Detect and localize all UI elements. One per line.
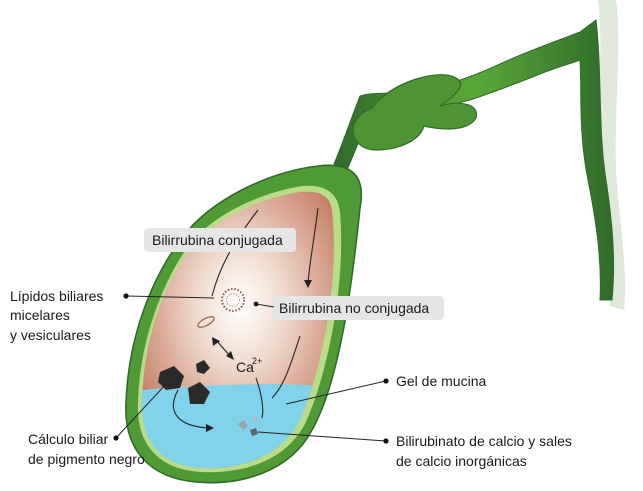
lipids-label-line3: y vesiculares — [10, 327, 91, 343]
unconjugated-bilirubin-label: Bilirrubina no conjugada — [279, 300, 429, 316]
stone-leader-dot — [113, 435, 118, 440]
calcium-bilirubinate-label-line2: de calcio inorgánicas — [396, 453, 527, 469]
black-stone-label-line1: Cálculo biliar — [28, 431, 108, 447]
mucin-gel-label: Gel de mucina — [396, 373, 486, 389]
conjugated-bilirubin-label: Bilirrubina conjugada — [152, 232, 283, 248]
unconjugated-leader-dot — [254, 302, 259, 307]
black-stone-label-line2: de pigmento negro — [28, 451, 145, 467]
lipids-label-line1: Lípidos biliares — [10, 288, 103, 304]
lipids-label-line2: micelares — [10, 307, 70, 323]
bile-duct — [334, 20, 614, 300]
gallbladder-neck — [353, 75, 477, 150]
calcium-ion-charge: 2+ — [252, 356, 262, 366]
mucin-leader-dot — [383, 378, 388, 383]
calcium-bilirubinate-label-line1: Bilirubinato de calcio y sales — [396, 433, 572, 449]
bilirubinate-leader-dot — [383, 438, 388, 443]
lipids-leader-dot — [123, 293, 128, 298]
